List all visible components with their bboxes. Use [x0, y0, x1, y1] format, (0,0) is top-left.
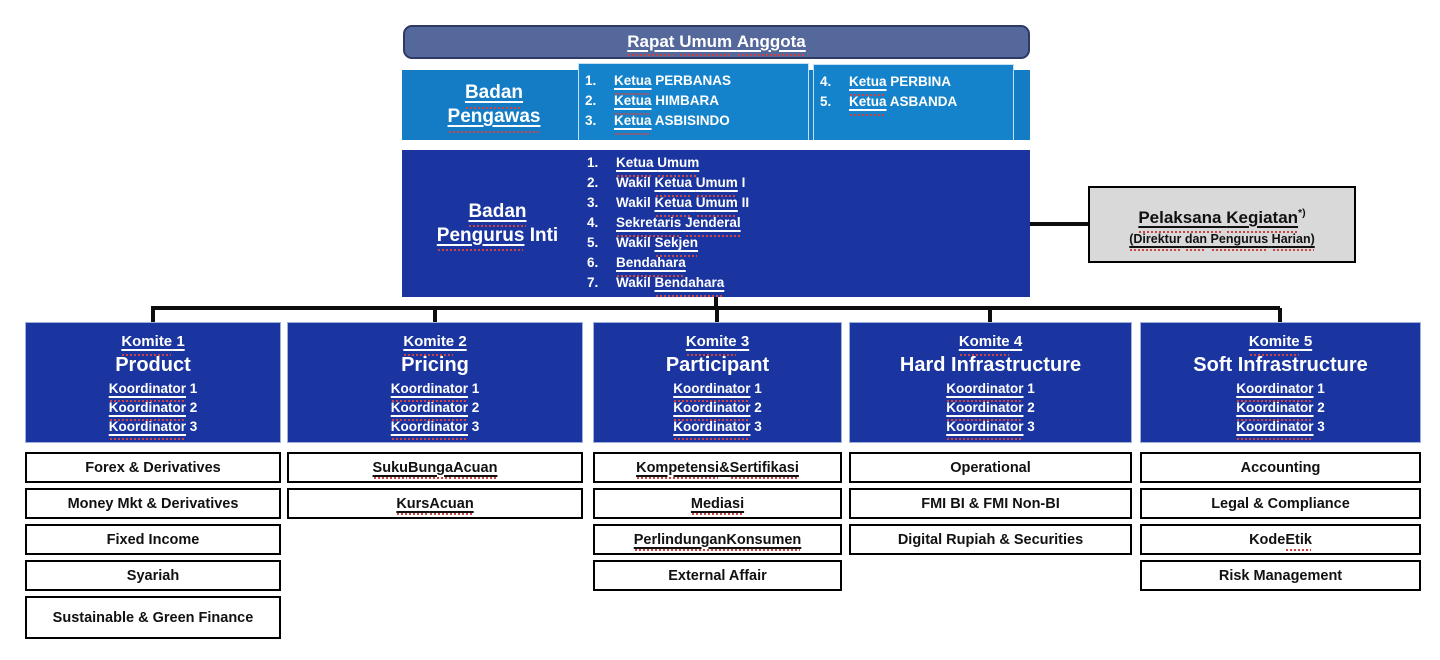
box-suku-bunga-acuan: Suku Bunga Acuan [287, 452, 583, 483]
list-item: 5.Ketua ASBANDA [820, 92, 1013, 116]
badan-pengurus-inti-label: Badan Pengurus Inti [436, 200, 559, 251]
connector-pengurus-to-pelaksana [1030, 222, 1088, 226]
komite-1-header: Komite 1 Product Koordinator 1 Koordinat… [25, 322, 281, 443]
box-kompetensi-sertifikasi: Kompetensi & Sertifikasi [593, 452, 842, 483]
list-item: 3.Wakil Ketua Umum II [587, 193, 1017, 217]
komite-4-column: Komite 4 Hard Infrastructure Koordinator… [849, 322, 1132, 555]
list-item: 3.Ketua ASBISINDO [585, 111, 808, 135]
box-kurs-acuan: Kurs Acuan [287, 488, 583, 519]
komite-5-header: Komite 5 Soft Infrastructure Koordinator… [1140, 322, 1421, 443]
pelaksana-kegiatan-subtitle: (Direktur dan Pengurus Harian) [1129, 231, 1315, 252]
box-sustainable-green-finance: Sustainable & Green Finance [25, 596, 281, 639]
box-legal-compliance: Legal & Compliance [1140, 488, 1421, 519]
rapat-umum-anggota-box: Rapat Umum Anggota [403, 25, 1030, 59]
komite-3-header: Komite 3 Participant Koordinator 1 Koord… [593, 322, 842, 443]
pelaksana-kegiatan-box: Pelaksana Kegiatan*) (Direktur dan Pengu… [1088, 186, 1356, 263]
connector-drop-komite-1 [151, 308, 155, 323]
box-accounting: Accounting [1140, 452, 1421, 483]
list-item: 7.Wakil Bendahara [587, 273, 1017, 297]
connector-drop-komite-3 [715, 308, 719, 323]
connector-drop-komite-2 [433, 308, 437, 323]
list-item: 2.Ketua HIMBARA [585, 91, 808, 115]
badan-pengawas-box: Badan Pengawas 1.Ketua PERBANAS 2.Ketua … [402, 63, 1030, 140]
box-external-affair: External Affair [593, 560, 842, 591]
box-kode-etik: Kode Etik [1140, 524, 1421, 555]
badan-pengawas-label: Badan Pengawas [447, 82, 541, 133]
box-syariah: Syariah [25, 560, 281, 591]
connector-drop-komite-4 [988, 308, 992, 323]
komite-3-column: Komite 3 Participant Koordinator 1 Koord… [593, 322, 842, 591]
box-mediasi: Mediasi [593, 488, 842, 519]
komite-2-header: Komite 2 Pricing Koordinator 1 Koordinat… [287, 322, 583, 443]
box-digital-rupiah-securities: Digital Rupiah & Securities [849, 524, 1132, 555]
komite-2-column: Komite 2 Pricing Koordinator 1 Koordinat… [287, 322, 583, 519]
box-risk-management: Risk Management [1140, 560, 1421, 591]
list-item: 5.Wakil Sekjen [587, 233, 1017, 257]
list-item: 4.Sekretaris Jenderal [587, 213, 1017, 237]
box-money-mkt-derivatives: Money Mkt & Derivatives [25, 488, 281, 519]
list-item: 1.Ketua Umum [587, 153, 1017, 177]
badan-pengawas-list-left: 1.Ketua PERBANAS 2.Ketua HIMBARA 3.Ketua… [578, 63, 809, 140]
box-perlindungan-konsumen: Perlindungan Konsumen [593, 524, 842, 555]
list-item: 4.Ketua PERBINA [820, 72, 1013, 96]
list-item: 2.Wakil Ketua Umum I [587, 173, 1017, 197]
connector-pengurus-feed [714, 297, 718, 308]
komite-1-column: Komite 1 Product Koordinator 1 Koordinat… [25, 322, 281, 639]
list-item: 6.Bendahara [587, 253, 1017, 277]
list-item: 1.Ketua PERBANAS [585, 71, 808, 95]
badan-pengurus-inti-box: Badan Pengurus Inti 1.Ketua Umum 2.Wakil… [402, 150, 1030, 297]
badan-pengawas-list-right: 4.Ketua PERBINA 5.Ketua ASBANDA [813, 64, 1014, 140]
connector-drop-komite-5 [1278, 308, 1282, 323]
box-fixed-income: Fixed Income [25, 524, 281, 555]
box-forex-derivatives: Forex & Derivatives [25, 452, 281, 483]
komite-5-column: Komite 5 Soft Infrastructure Koordinator… [1140, 322, 1421, 591]
komite-4-header: Komite 4 Hard Infrastructure Koordinator… [849, 322, 1132, 443]
box-operational: Operational [849, 452, 1132, 483]
badan-pengurus-inti-list: 1.Ketua Umum 2.Wakil Ketua Umum I 3.Waki… [587, 153, 1017, 297]
rapat-umum-anggota-title: Rapat Umum Anggota [627, 32, 806, 56]
pelaksana-kegiatan-title: Pelaksana Kegiatan*) [1138, 201, 1306, 234]
box-fmi-bi-fmi-non-bi: FMI BI & FMI Non-BI [849, 488, 1132, 519]
